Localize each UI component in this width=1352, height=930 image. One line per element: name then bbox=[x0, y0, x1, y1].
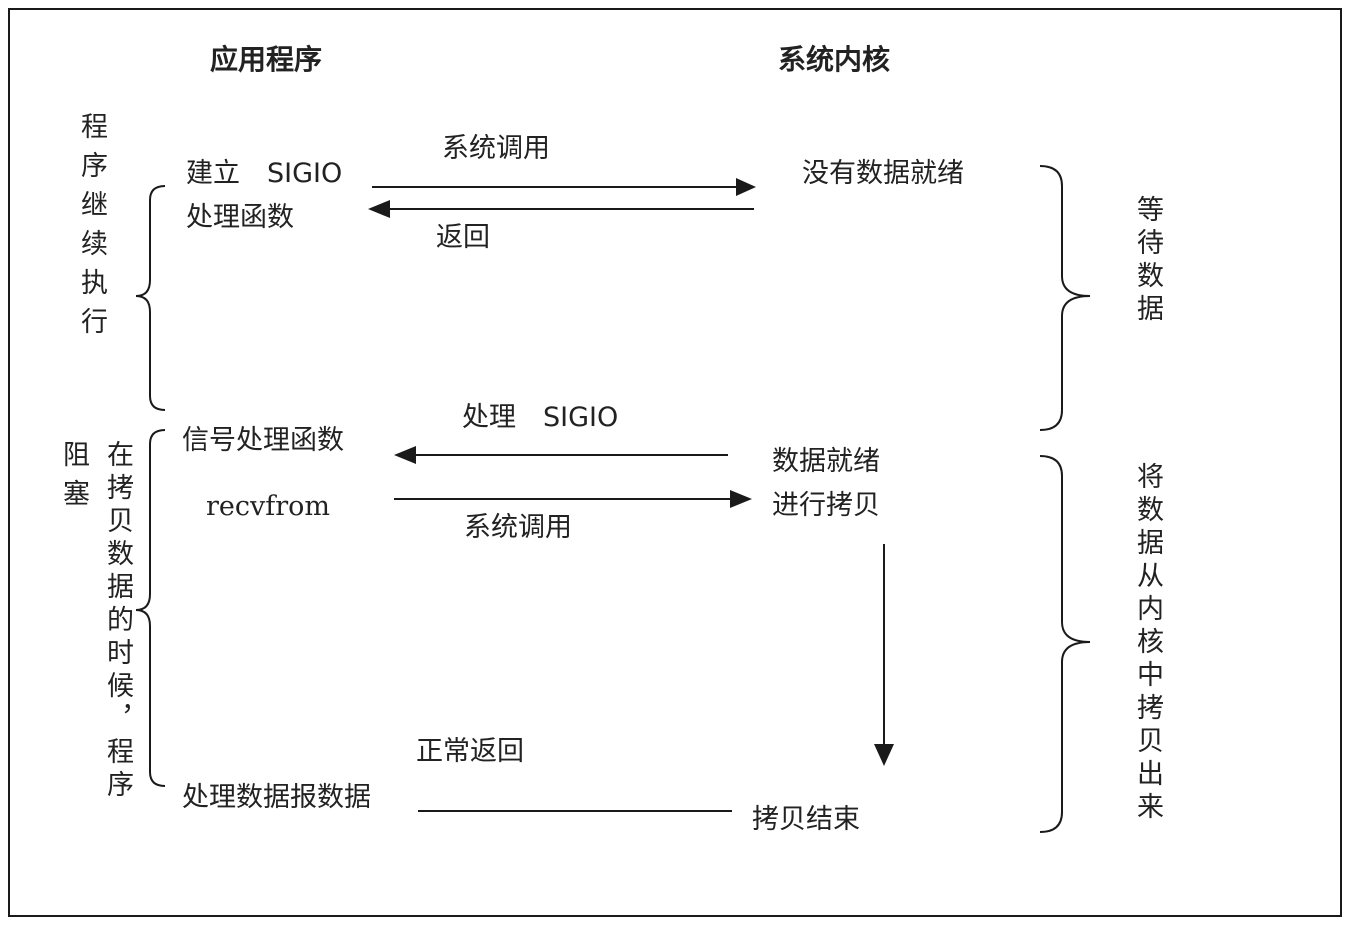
return-1-arrowhead bbox=[368, 200, 390, 218]
setup-sigio-text: 建立 SIGIO bbox=[186, 158, 343, 189]
copy-down-arrowhead bbox=[874, 744, 894, 766]
do-copy-text: 进行拷贝 bbox=[772, 490, 880, 521]
syscall-2-label: 系统调用 bbox=[464, 512, 572, 543]
copy-done-text: 拷贝结束 bbox=[752, 804, 860, 835]
copy-brace bbox=[1039, 455, 1091, 833]
process-data-text: 处理数据报数据 bbox=[182, 782, 371, 813]
handle-sigio-label: 处理 SIGIO bbox=[462, 402, 619, 433]
wait-data-brace bbox=[1039, 165, 1091, 431]
no-data-ready-text: 没有数据就绪 bbox=[802, 158, 964, 189]
blocked-brace bbox=[135, 429, 166, 787]
syscall-2-arrowhead bbox=[730, 490, 752, 508]
data-ready-text: 数据就绪 bbox=[772, 446, 880, 477]
setup-handler-text: 处理函数 bbox=[186, 202, 294, 233]
program-continues-brace bbox=[135, 185, 166, 411]
syscall-1-arrowhead bbox=[736, 178, 756, 196]
copy-from-kernel-label: 将数据从内核中拷贝出来 bbox=[1132, 462, 1163, 825]
app-header: 应用程序 bbox=[210, 43, 323, 76]
normal-return-label: 正常返回 bbox=[416, 736, 524, 767]
recvfrom-text: recvfrom bbox=[206, 491, 331, 522]
syscall-1-label: 系统调用 bbox=[442, 133, 550, 164]
kernel-header: 系统内核 bbox=[778, 43, 891, 76]
blocked-label: 阻塞 bbox=[58, 440, 89, 518]
handle-sigio-arrowhead bbox=[394, 446, 416, 464]
during-copy-label: 在拷贝数据的时候，程序 bbox=[102, 440, 133, 803]
signal-handler-text: 信号处理函数 bbox=[182, 425, 344, 456]
program-continues-label: 程序继续执行 bbox=[76, 112, 107, 346]
diagram-frame bbox=[8, 8, 1342, 917]
return-1-label: 返回 bbox=[436, 222, 490, 253]
wait-data-label: 等待数据 bbox=[1132, 195, 1163, 327]
